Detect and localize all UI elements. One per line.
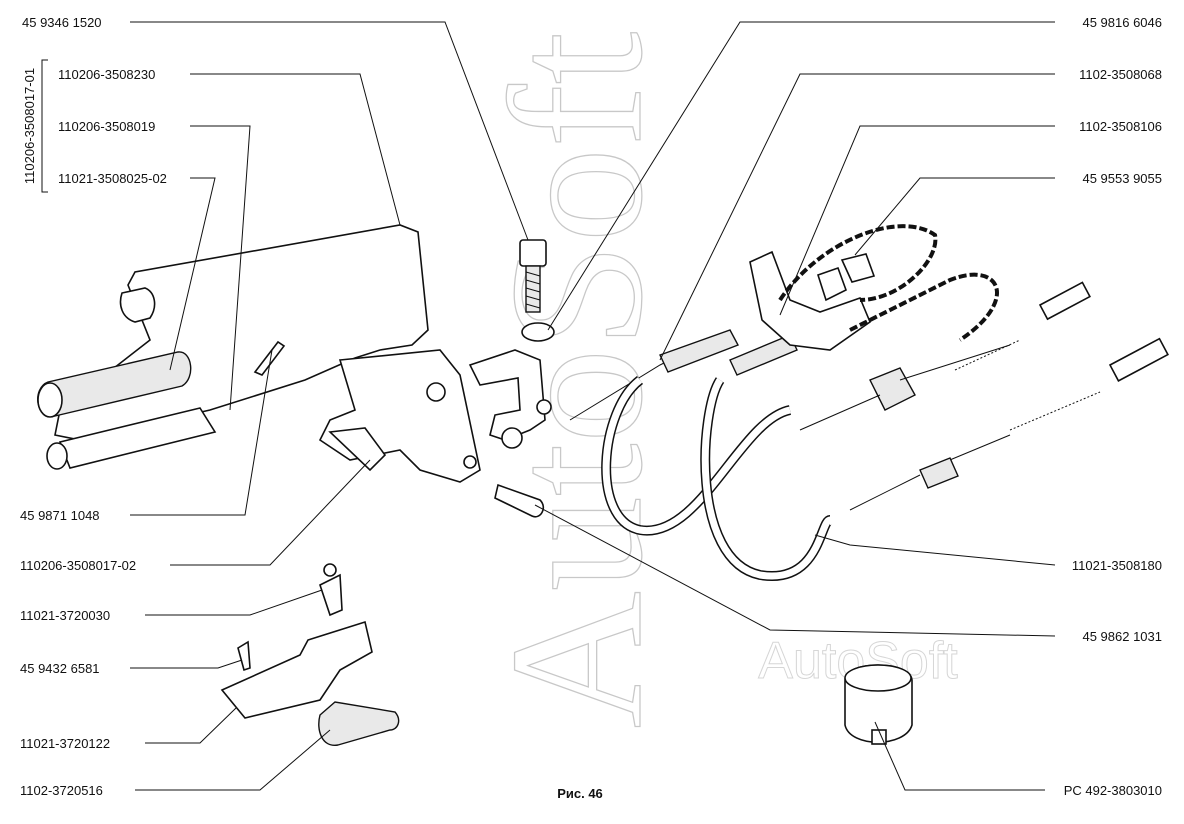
switch-bracket xyxy=(220,620,373,719)
label-r3: 1102-3508106 xyxy=(1079,119,1162,134)
label-r5: 11021-3508180 xyxy=(1072,558,1162,573)
label-l3: 110206-3508019 xyxy=(58,119,155,134)
equalizer-bracket xyxy=(468,349,552,449)
screw xyxy=(237,640,251,672)
bulb-socket xyxy=(319,563,343,617)
leader-lines xyxy=(130,21,1056,791)
switch-boot xyxy=(318,701,400,746)
bolt xyxy=(519,239,547,313)
group-bracket xyxy=(41,59,48,193)
label-l10: 1102-3720516 xyxy=(20,783,103,798)
label-r7: PC 492-3803010 xyxy=(1064,783,1162,798)
label-l4: 11021-3508025-02 xyxy=(58,171,167,186)
rear-cables xyxy=(799,272,1169,511)
label-r1: 45 9816 6046 xyxy=(1082,15,1162,30)
cable-guide xyxy=(749,224,938,351)
label-l9: 11021-3720122 xyxy=(20,736,110,751)
part-labels: 45 9346 1520 110206-3508230 110206-35080… xyxy=(20,15,1162,798)
parking-brake-lever xyxy=(37,224,481,483)
label-l2: 110206-3508230 xyxy=(58,67,155,82)
label-l7: 11021-3720030 xyxy=(20,608,110,623)
label-l5: 45 9871 1048 xyxy=(20,508,100,523)
label-l1: 45 9346 1520 xyxy=(22,15,102,30)
label-bracket-group: 110206-3508017-01 xyxy=(22,68,37,184)
pin xyxy=(494,483,545,518)
figure-caption: Рис. 46 xyxy=(557,786,603,801)
label-r6: 45 9862 1031 xyxy=(1082,629,1162,644)
label-l6: 110206-3508017-02 xyxy=(20,558,136,573)
label-r4: 45 9553 9055 xyxy=(1082,171,1162,186)
indicator-lamp xyxy=(844,664,913,745)
label-l8: 45 9432 6581 xyxy=(20,661,100,676)
label-r2: 1102-3508068 xyxy=(1079,67,1162,82)
front-cable xyxy=(569,329,833,582)
washer xyxy=(521,322,555,342)
